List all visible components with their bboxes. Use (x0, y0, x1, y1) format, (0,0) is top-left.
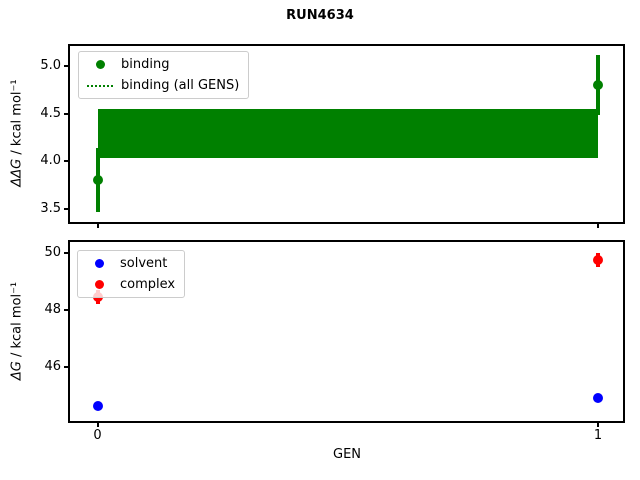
y-tick (64, 112, 68, 115)
legend-label-solvent: solvent (120, 256, 168, 271)
complex-dot-icon (78, 280, 120, 289)
legend-item-solvent: solvent (78, 253, 175, 274)
legend-label-complex: complex (120, 277, 176, 292)
x-tick-label: 0 (93, 428, 102, 443)
legend-item-binding: binding (79, 54, 239, 75)
y-tick-label: 3.5 (40, 200, 61, 216)
y-tick-label: 4.0 (40, 153, 61, 169)
x-axis-label: GEN (332, 447, 362, 462)
y-tick (64, 365, 68, 368)
figure-title: RUN4634 (286, 8, 354, 23)
bottom-legend: solvent complex (77, 250, 186, 298)
blue-dot-icon (94, 259, 104, 268)
y-tick (64, 308, 68, 311)
y-tick-label: 46 (44, 358, 61, 374)
legend-item-complex: complex (78, 274, 175, 295)
y-tick (64, 160, 68, 163)
kcal-mol-units-text: / kcal mol⁻¹ (9, 281, 25, 362)
solvent-dot-icon (78, 259, 120, 268)
x-tick (96, 224, 99, 228)
bottom-axes: solvent complex 50 48 46 0 1 (44, 240, 625, 443)
data-point-solvent (592, 392, 603, 403)
green-dot-icon (95, 60, 105, 69)
legend-item-binding-all-gens: binding (all GENS) (79, 75, 239, 96)
data-point-complex (592, 254, 603, 265)
binding-dot-icon (79, 60, 121, 69)
y-tick-label: 4.5 (40, 105, 61, 121)
legend-label-binding: binding (121, 57, 170, 72)
y-tick-label: 5.0 (40, 57, 61, 73)
dotted-line-icon (79, 84, 121, 87)
data-point-binding (592, 80, 603, 90)
x-tick (96, 423, 99, 427)
bottom-y-axis-label: ΔG / kcal mol⁻¹ (10, 282, 25, 380)
delta-delta-g-text: ΔΔG (9, 158, 25, 187)
x-tick (596, 224, 599, 228)
top-axes: binding binding (all GENS) 5.0 4.5 4.0 3.5 (40, 44, 625, 228)
y-tick-label: 50 (44, 244, 61, 260)
y-tick (64, 251, 68, 254)
data-point-binding (92, 175, 103, 186)
y-tick-label: 48 (44, 301, 61, 317)
red-dot-icon (94, 280, 104, 289)
series-band-binding-all-gens (97, 108, 598, 159)
top-legend: binding binding (all GENS) (78, 51, 250, 99)
x-tick (596, 423, 599, 427)
data-point-solvent (92, 401, 103, 412)
kcal-mol-units-text: / kcal mol⁻¹ (9, 79, 25, 159)
legend-label-binding-all-gens: binding (all GENS) (121, 78, 240, 93)
y-tick (64, 64, 68, 67)
top-y-axis-label: ΔΔG / kcal mol⁻¹ (10, 79, 25, 186)
delta-g-text: ΔG (9, 361, 25, 381)
green-dotted-line-icon (87, 84, 113, 87)
x-tick-label: 1 (593, 428, 603, 443)
y-tick (64, 207, 68, 210)
